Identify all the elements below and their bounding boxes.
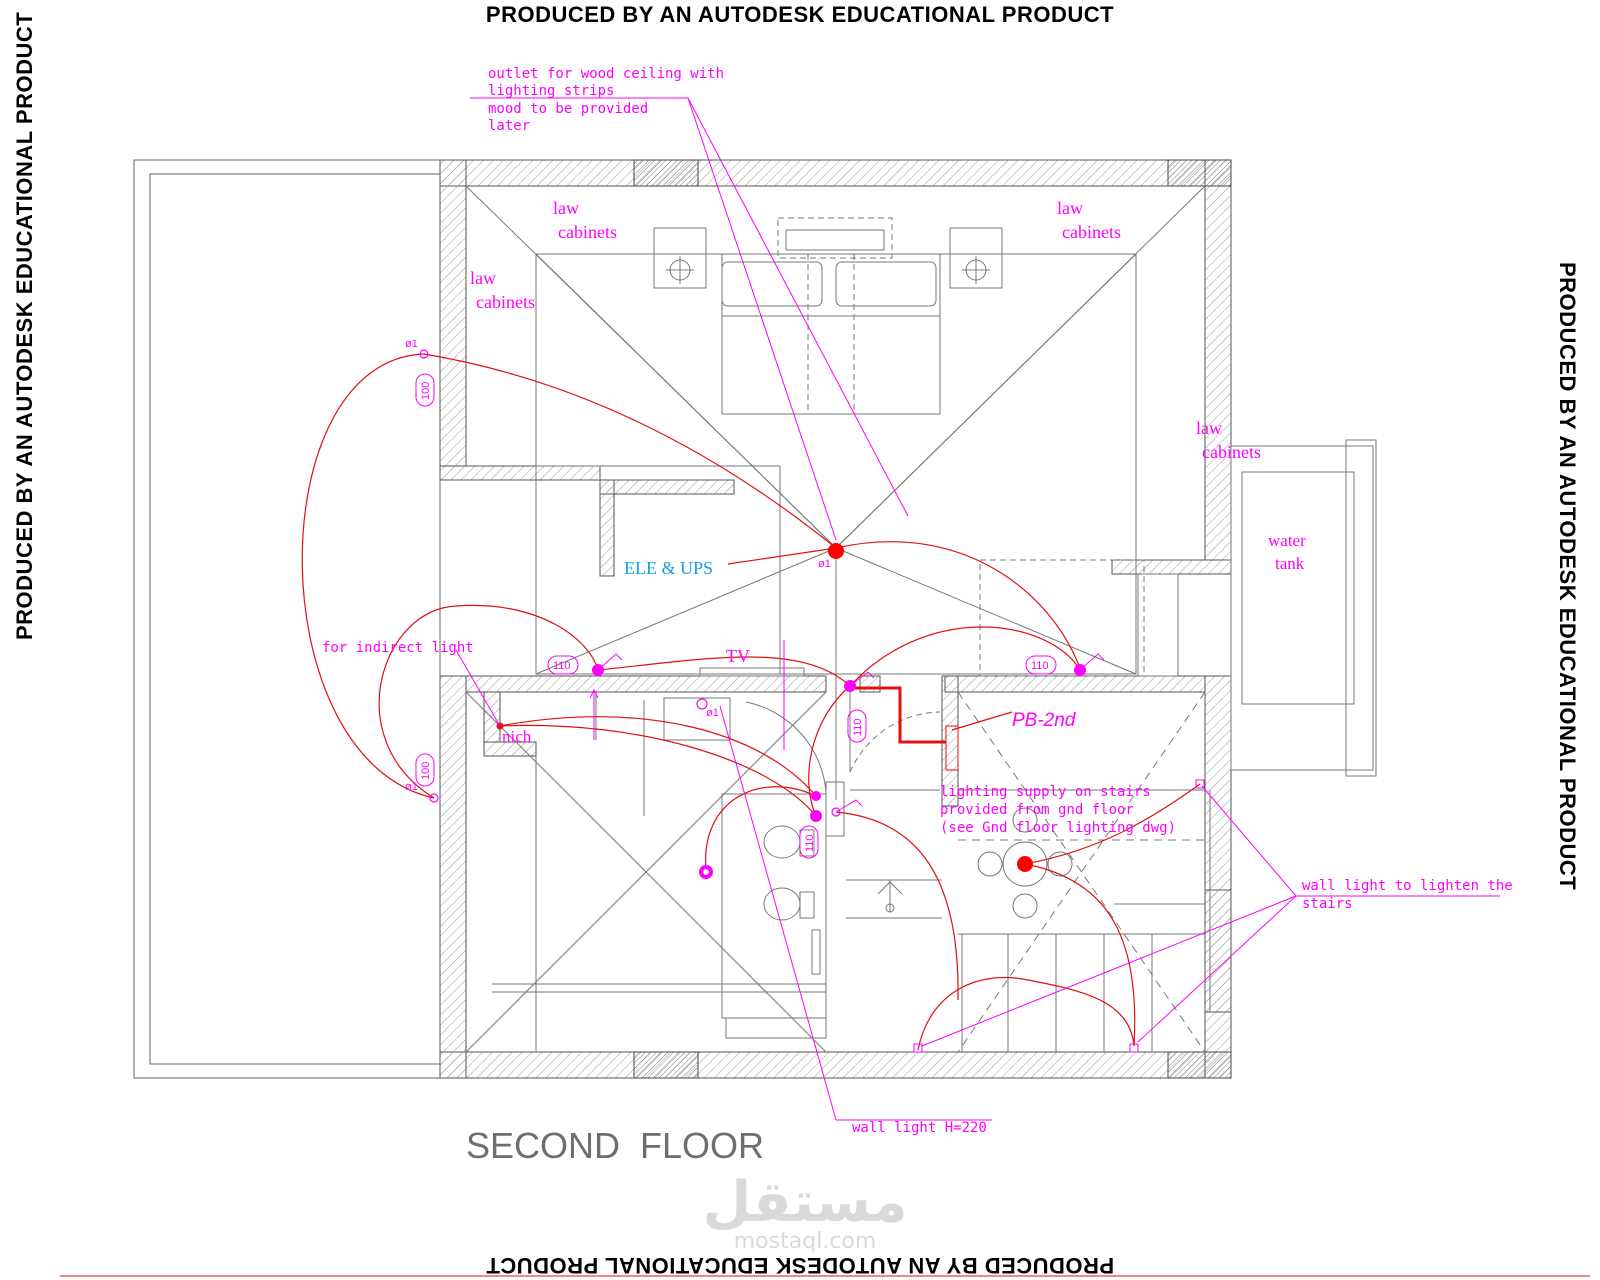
mostaql-logo: مستقل mostaql.com [700, 1175, 910, 1253]
indirect-light-note: for indirect light [322, 640, 474, 656]
pb-label: PB-2nd [1012, 710, 1077, 731]
drawing-title: SECOND FLOOR [466, 1125, 764, 1166]
ele-ups-label: ELE & UPS [624, 558, 713, 578]
interior-linework [465, 185, 1377, 1053]
tag-110: 110 [553, 660, 571, 672]
niche-label: nich [502, 727, 532, 746]
tag-100: 100 [420, 382, 432, 400]
note-line: mood to be provided [488, 101, 648, 117]
water-tank-text: water [1268, 531, 1306, 550]
annotation-leaders [415, 97, 1500, 1121]
stairs-wall-light-note: wall light to lighten the stairs [1302, 878, 1513, 912]
note-line: provided from gnd floor [940, 802, 1134, 818]
wall-light-height-note: wall light H=220 [852, 1120, 987, 1136]
tag-110: 110 [804, 834, 816, 852]
ceiling-outlet-main [828, 543, 844, 559]
notes-ceiling-outlet: outlet for wood ceiling with lighting st… [488, 66, 724, 134]
circuit-wiring [301, 353, 1201, 1051]
cabinet-label: law [470, 268, 496, 288]
light-fixtures [419, 349, 1205, 1053]
tag-100: 100 [420, 762, 432, 780]
cabinet-label: cabinets [558, 222, 617, 242]
tag-110: 110 [1031, 660, 1049, 672]
tag-phi: ø1 [405, 781, 418, 793]
note-line: lighting supply on stairs [940, 784, 1151, 800]
exterior-walls [439, 159, 1232, 1079]
logo-arabic: مستقل [702, 1170, 908, 1235]
water-tank-label: water tank [1268, 531, 1306, 573]
cabinet-label: law [1196, 418, 1222, 438]
tag-phi: ø1 [818, 558, 831, 570]
cabinet-labels: law cabinets law cabinets law cabinets l… [470, 198, 1261, 462]
note-line: wall light to lighten the [1302, 878, 1513, 894]
pb-panel [945, 725, 959, 771]
cabinet-label: law [553, 198, 579, 218]
cabinet-label: cabinets [1202, 442, 1261, 462]
tag-110: 110 [852, 718, 864, 736]
note-line: outlet for wood ceiling with [488, 66, 724, 82]
cabinet-label: law [1057, 198, 1083, 218]
stair-light-fixture [1017, 856, 1033, 872]
tv-label: TV [726, 646, 750, 666]
pb-feeder-line [852, 686, 946, 744]
column-blocks [633, 159, 1232, 1079]
cabinet-label: cabinets [1062, 222, 1121, 242]
water-tank-text: tank [1275, 554, 1305, 573]
note-line: stairs [1302, 896, 1353, 912]
terrace-outline [133, 159, 441, 1079]
tag-phi: ø1 [706, 707, 719, 719]
watermark-top: PRODUCED BY AN AUTODESK EDUCATIONAL PROD… [485, 2, 1115, 27]
cabinet-label: cabinets [476, 292, 535, 312]
note-line: later [488, 118, 530, 134]
tag-phi: ø1 [405, 338, 418, 350]
note-line: (see Gnd floor lighting dwg) [940, 820, 1176, 836]
circuit-tags: ø1 ø1 ø1 ø1 110 110 100 100 110 110 [405, 338, 1049, 852]
stairs-supply-note: lighting supply on stairs provided from … [940, 784, 1176, 836]
logo-latin: mostaql.com [733, 1229, 877, 1254]
note-line: lighting strips [488, 83, 614, 99]
